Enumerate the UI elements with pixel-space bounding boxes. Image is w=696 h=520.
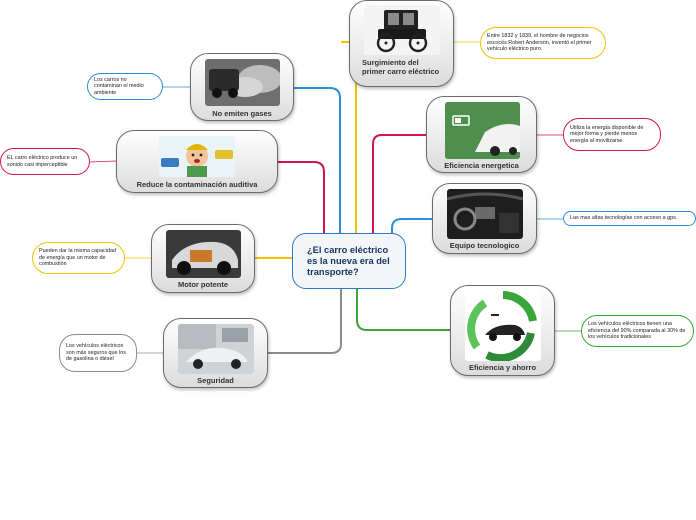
link-seguridad xyxy=(267,288,342,354)
note-text: EL carro eléctrico produce un sonido cas… xyxy=(7,155,78,168)
topic-eficiencia-ahorro[interactable]: Eficiencia y ahorro xyxy=(450,285,555,376)
topic-label: Motor potente xyxy=(178,280,228,289)
note-seguridad[interactable]: Los vehículos eléctricos son más seguros… xyxy=(59,334,137,372)
link-equipo xyxy=(391,218,433,234)
note-text: Entre 1832 y 1839, el hombre de negocios… xyxy=(487,33,592,53)
link-eficiencia-energetica xyxy=(372,134,428,234)
note-reduce[interactable]: EL carro eléctrico produce un sonido cas… xyxy=(0,148,90,175)
topic-label: Equipo tecnologico xyxy=(449,241,520,250)
topic-eficiencia-energetica[interactable]: Eficiencia energetica xyxy=(426,96,537,173)
note-eficiencia-ahorro[interactable]: Los vehículos eléctricos tienen una efic… xyxy=(581,315,694,347)
note-link-reduce xyxy=(89,160,117,163)
topic-label: Reduce la contaminación auditiva xyxy=(136,180,258,189)
topic-surgimiento[interactable]: Surgimiento del primer carro eléctrico xyxy=(349,0,454,87)
note-text: Los vehículos eléctricos son más seguros… xyxy=(66,343,126,363)
topic-equipo[interactable]: Equipo tecnologico xyxy=(432,183,537,254)
vintage-car-image xyxy=(364,5,440,55)
link-eficiencia-ahorro xyxy=(356,288,451,331)
note-surgimiento[interactable]: Entre 1832 y 1839, el hombre de negocios… xyxy=(480,27,606,59)
exhaust-smoke-image xyxy=(205,59,280,106)
car-interior-image xyxy=(447,189,523,239)
note-eficiencia-energetica[interactable]: Utiliza la energía disponible de mejor f… xyxy=(563,118,661,151)
topic-label: Eficiencia y ahorro xyxy=(468,363,537,372)
central-topic-label: ¿El carro eléctrico es la nueva era del … xyxy=(307,244,390,277)
note-motor[interactable]: Pueden dar la misma capacidad de energía… xyxy=(32,242,125,274)
crash-test-image xyxy=(178,324,254,374)
note-equipo[interactable]: Las mas altas tecnologías con acceso a g… xyxy=(563,211,696,226)
noise-cartoon-image xyxy=(159,136,235,177)
recycle-car-image xyxy=(465,291,541,361)
topic-motor[interactable]: Motor potente xyxy=(151,224,255,293)
note-text: Las mas altas tecnologías con acceso a g… xyxy=(570,215,678,222)
note-text: Pueden dar la misma capacidad de energía… xyxy=(39,248,117,268)
central-topic[interactable]: ¿El carro eléctrico es la nueva era del … xyxy=(292,233,406,289)
note-text: Utiliza la energía disponible de mejor f… xyxy=(570,124,644,144)
link-reduce xyxy=(276,161,325,234)
topic-reduce[interactable]: Reduce la contaminación auditiva xyxy=(116,130,278,193)
topic-no-emiten[interactable]: No emiten gases xyxy=(190,53,294,121)
topic-label: No emiten gases xyxy=(212,109,272,118)
note-text: Los vehículos eléctricos tienen una efic… xyxy=(588,321,686,341)
topic-label: Seguridad xyxy=(197,376,234,385)
topic-label: Surgimiento del primer carro eléctrico xyxy=(362,58,440,76)
note-text: Los carros no contaminan el medio ambien… xyxy=(94,76,144,96)
note-no-emiten[interactable]: Los carros no contaminan el medio ambien… xyxy=(87,73,163,100)
topic-seguridad[interactable]: Seguridad xyxy=(163,318,268,388)
topic-label: Eficiencia energetica xyxy=(444,161,519,170)
link-no-emiten xyxy=(292,87,341,234)
motor-cutaway-image xyxy=(166,230,241,278)
charging-car-image xyxy=(445,102,520,159)
